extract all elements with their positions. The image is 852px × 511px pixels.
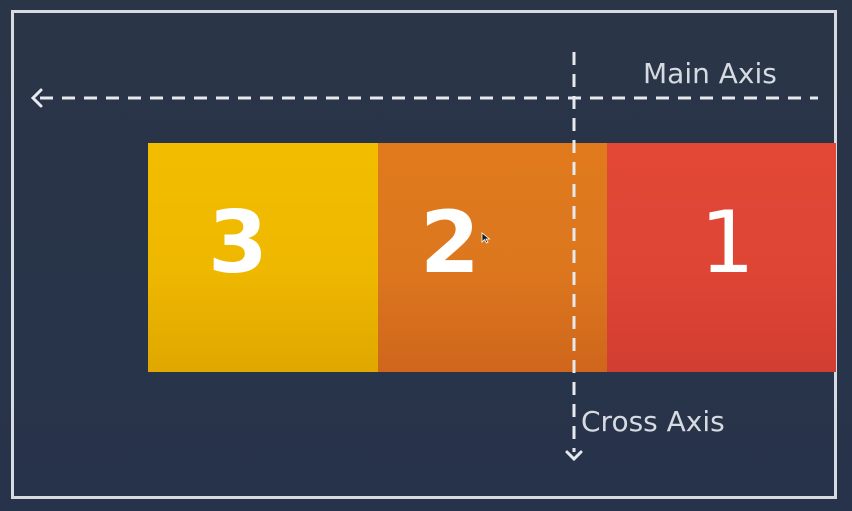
flex-item-2-label: 2 bbox=[420, 193, 480, 293]
main-axis-arrowhead bbox=[30, 88, 43, 108]
cross-axis-arrowhead bbox=[565, 450, 583, 462]
flex-item-1 bbox=[607, 143, 836, 372]
flex-item-2 bbox=[378, 143, 607, 372]
flex-item-1-label: 1 bbox=[700, 193, 755, 293]
flex-item-3-label: 3 bbox=[208, 193, 268, 293]
cross-axis-label: Cross Axis bbox=[581, 405, 725, 438]
mouse-pointer-icon bbox=[481, 232, 491, 244]
main-axis-label: Main Axis bbox=[643, 57, 777, 90]
flex-item-3 bbox=[148, 143, 378, 372]
